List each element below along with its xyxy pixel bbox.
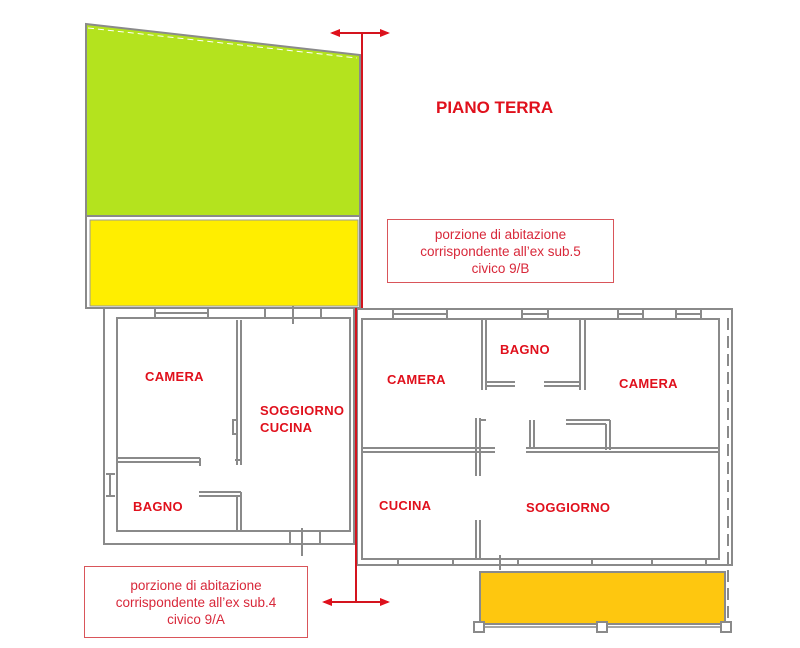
property-divider-line <box>322 29 390 606</box>
note-sub5-line3: civico 9/B <box>471 260 530 276</box>
note-sub5-line2: corrispondente all’ex sub.5 <box>420 243 581 259</box>
courtyard-area-yellow <box>85 215 361 309</box>
floor-title: PIANO TERRA <box>436 98 554 117</box>
left-unit-walls <box>103 306 355 556</box>
room-label-left-camera: CAMERA <box>145 369 204 384</box>
room-label-right-cucina: CUCINA <box>379 498 432 513</box>
room-label-right-camera-1: CAMERA <box>387 372 446 387</box>
note-sub4-line1: porzione di abitazione <box>130 577 262 593</box>
note-sub4-line2: corrispondente all’ex sub.4 <box>115 594 277 610</box>
note-sub4-box: porzione di abitazione corrispondente al… <box>84 566 308 638</box>
note-sub4-line3: civico 9/A <box>167 611 225 627</box>
room-label-right-soggiorno: SOGGIORNO <box>526 500 611 515</box>
veranda-area-orange <box>473 571 732 633</box>
note-sub5-box: porzione di abitazione corrispondente al… <box>387 219 614 283</box>
note-sub5-line1: porzione di abitazione <box>434 226 567 242</box>
garden-area-green <box>85 22 361 217</box>
room-label-left-cucina: CUCINA <box>260 420 313 435</box>
room-label-left-bagno: BAGNO <box>133 499 183 514</box>
room-label-left-soggiorno: SOGGIORNO <box>260 403 345 418</box>
room-label-right-bagno: BAGNO <box>500 342 550 357</box>
room-label-right-camera-2: CAMERA <box>619 376 678 391</box>
